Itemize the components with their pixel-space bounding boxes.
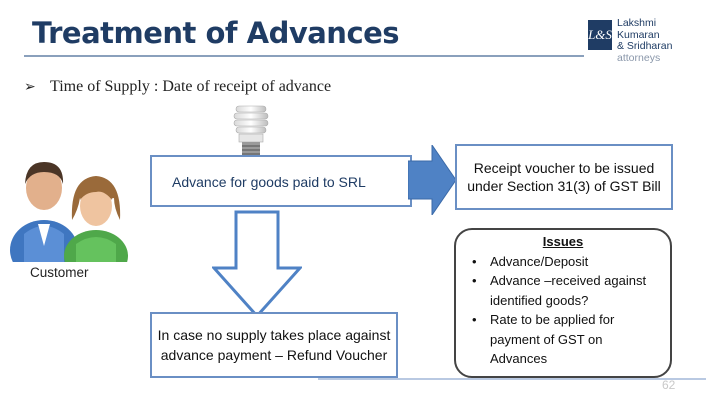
receipt-voucher-text: Receipt voucher to be issued under Secti… — [463, 159, 665, 195]
logo-text: Lakshmi Kumaran & Sridharan attorneys — [617, 18, 701, 64]
issue-item: Rate to be applied for payment of GST on… — [464, 310, 662, 369]
time-of-supply-bullet: ➢Time of Supply : Date of receipt of adv… — [24, 78, 331, 96]
logo-line-3: attorneys — [617, 53, 701, 65]
page-number: 62 — [662, 378, 675, 392]
down-arrow-icon — [212, 210, 302, 318]
advance-payment-label: Advance for goods paid to SRL — [172, 174, 366, 190]
customer-label: Customer — [30, 265, 89, 280]
logo-mark-icon: L&S — [588, 20, 612, 50]
issues-heading: Issues — [464, 232, 662, 252]
refund-voucher-box: In case no supply takes place against ad… — [150, 312, 398, 378]
arrow-bullet-icon: ➢ — [24, 79, 50, 96]
refund-voucher-text: In case no supply takes place against ad… — [156, 325, 392, 365]
firm-logo: L&S Lakshmi Kumaran & Sridharan attorney… — [588, 18, 700, 54]
logo-line-2: & Sridharan — [617, 41, 701, 53]
receipt-voucher-box: Receipt voucher to be issued under Secti… — [455, 144, 673, 210]
issues-list: Advance/Deposit Advance –received agains… — [464, 252, 662, 369]
logo-line-1: Lakshmi Kumaran — [617, 18, 701, 41]
slide-title: Treatment of Advances — [32, 16, 399, 50]
issue-item: Advance –received against identified goo… — [464, 271, 662, 310]
right-arrow-icon — [408, 145, 456, 215]
bullet-text: Time of Supply : Date of receipt of adva… — [50, 78, 331, 95]
issue-item: Advance/Deposit — [464, 252, 662, 272]
customer-people-icon — [10, 142, 130, 262]
issues-callout: Issues Advance/Deposit Advance –received… — [454, 228, 672, 378]
title-divider — [24, 55, 584, 57]
footer-divider — [318, 378, 706, 380]
